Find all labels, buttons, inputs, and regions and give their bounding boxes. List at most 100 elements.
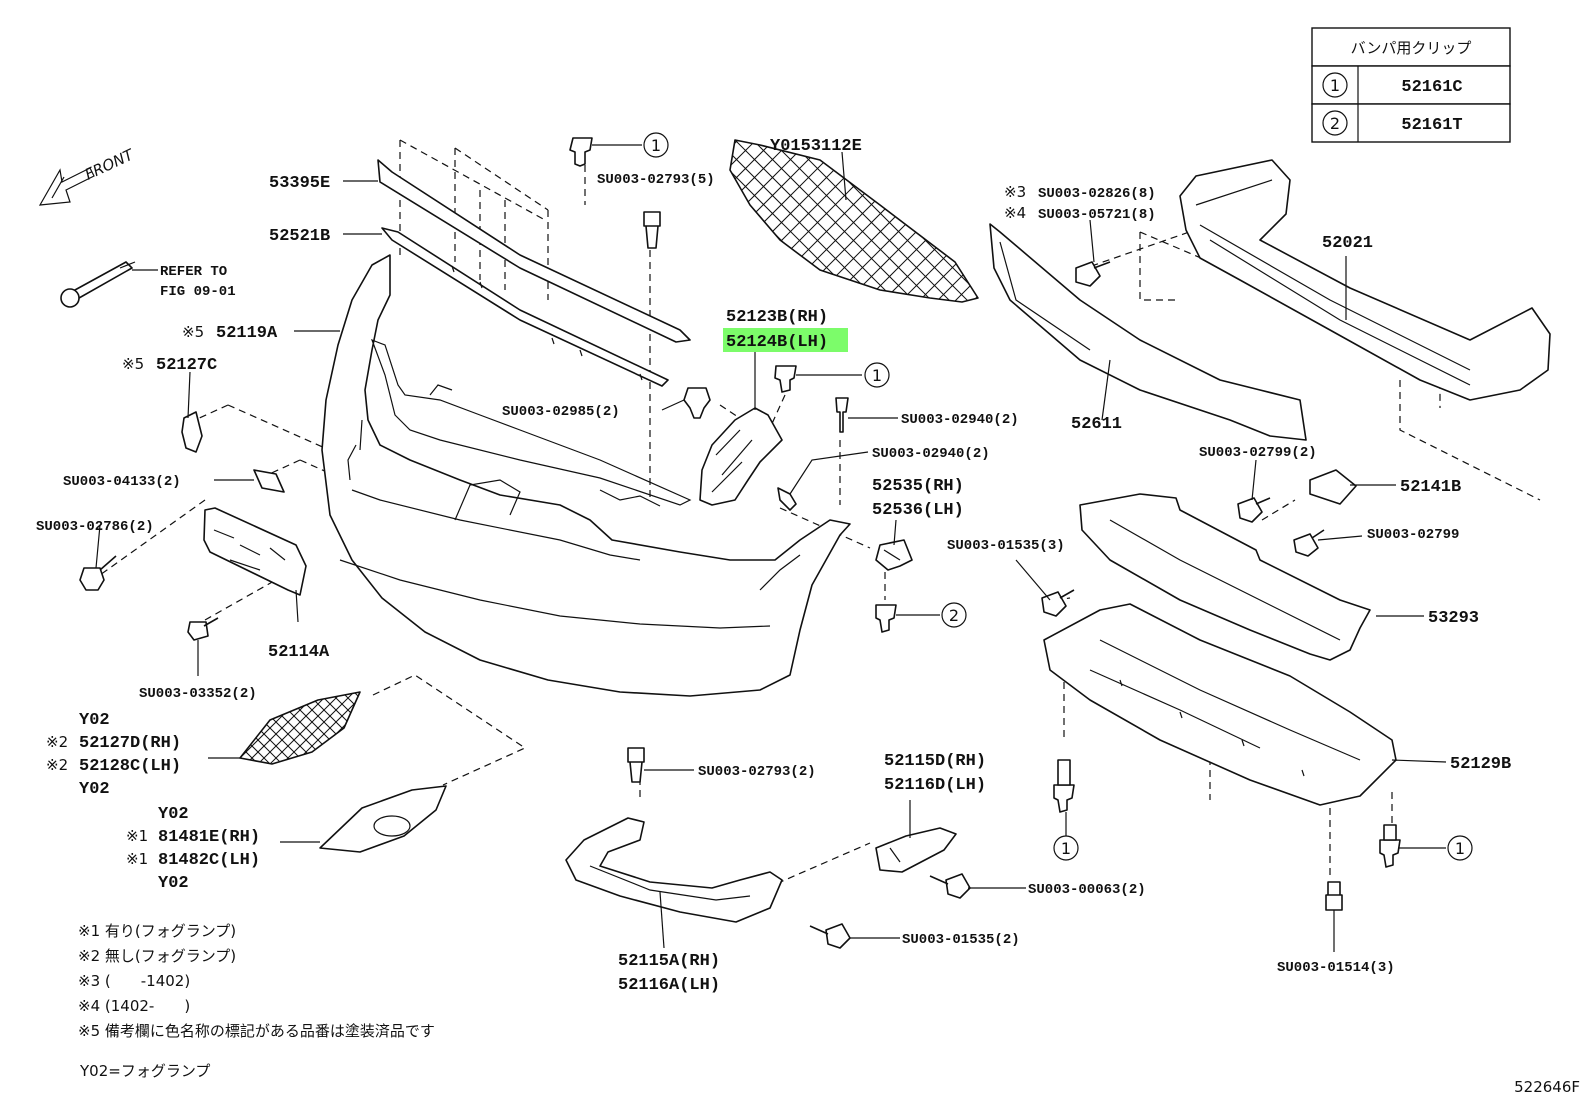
label-su003-05721: SU003-05721(8) [1038,207,1156,223]
label-su003-03352: SU003-03352(2) [139,686,257,702]
label-52127c-note: ※5 [122,355,144,373]
label-su003-02799: SU003-02799 [1367,527,1459,543]
label-su003-02985: SU003-02985(2) [502,404,620,420]
label-52611: 52611 [1071,415,1122,434]
clip-table: バンパ用クリップ 1 52161C 2 52161T [1311,27,1511,143]
callout-1-mid: 1 [864,362,890,388]
bolt-icon-03352 [187,617,219,641]
clip-table-part-1: 52161C [1401,78,1462,97]
label-note3: ※3 [1004,183,1026,201]
part-81481e-bezel [319,785,447,853]
highlight-52124b [723,328,848,352]
label-su003-02793-2: SU003-02793(2) [698,764,816,780]
label-52021: 52021 [1322,234,1373,253]
label-su003-02793-5: SU003-02793(5) [597,172,715,188]
clip-table-part-2: 52161T [1401,116,1462,135]
label-81482c: 81482C(LH) [158,851,260,870]
bolt-icon-02826 [1075,261,1111,287]
part-53293-cover [1079,493,1371,661]
bolt-icon-02940-a [835,397,849,433]
label-53293: 53293 [1428,609,1479,628]
footnote-2: ※2 無し(フォグランプ) [78,947,236,965]
part-labels: 53395E 52521B REFER TO FIG 09-01 ※5 5211… [36,137,1511,995]
label-53395e: 53395E [269,174,330,193]
legend-y02: Y02=フォグランプ [79,1062,210,1080]
clip-table-mark-2: 2 [1330,114,1340,133]
part-53395e [377,159,691,343]
label-su003-02786: SU003-02786(2) [36,519,154,535]
bolt-icon-01535-3 [1041,589,1075,617]
label-52116a: 52116A(LH) [618,976,720,995]
footnote-4: ※4 (1402- ) [78,997,190,1015]
clip-fastener-icon-lower-left [1053,759,1075,813]
front-label: FRONT [82,145,138,184]
clip-fastener-icon-top [569,137,593,167]
label-52124b: 52124B(LH) [726,333,828,352]
label-52129b: 52129B [1450,755,1511,774]
label-su003-01535-2: SU003-01535(2) [902,932,1020,948]
label-su003-04133: SU003-04133(2) [63,474,181,490]
part-52115d-bracket [875,827,957,873]
part-52115a-lower-bracket [565,817,783,923]
label-y02-a: Y02 [79,711,110,730]
label-52115a: 52115A(RH) [618,952,720,971]
bolt-icon-02940-b [777,487,797,511]
label-52115d: 52115D(RH) [884,752,986,771]
label-52141b: 52141B [1400,478,1461,497]
callout-2-mid-label: 2 [949,606,959,625]
bolt-icon-02786 [79,555,117,591]
callout-1-lower-right: 1 [1447,835,1473,861]
callout-1-mid-label: 1 [872,366,882,385]
label-y0153112e: Y0153112E [770,137,862,156]
bolt-icon-01514 [1325,881,1343,911]
label-52521b: 52521B [269,227,330,246]
label-su003-02799-2: SU003-02799(2) [1199,445,1317,461]
bolt-icon-02799-a [1237,497,1271,523]
label-52535: 52535(RH) [872,477,964,496]
clip-table-header: バンパ用クリップ [1351,39,1472,57]
footnotes: ※1 有り(フォグランプ) ※2 無し(フォグランプ) ※3 ( -1402) … [78,922,1580,1096]
bolt-icon-02793-2 [627,747,645,783]
clip-fastener-icon-lower-right [1379,824,1401,868]
label-52127d: 52127D(RH) [79,734,181,753]
label-su003-02940-a: SU003-02940(2) [901,412,1019,428]
part-52521b [381,227,669,387]
bolt-icon-00063 [929,873,971,899]
clip-fastener-icon-52535 [875,604,897,633]
label-fig-09-01: FIG 09-01 [160,284,236,300]
leader-lines [95,144,1447,952]
part-52119a-bumper-cover [321,254,851,697]
label-note1-a: ※1 [126,827,148,845]
part-52611-absorber [989,223,1307,441]
callout-1-lower-left: 1 [1053,835,1079,861]
label-y02-b: Y02 [79,780,110,799]
part-52127c-cap [181,411,203,453]
part-52535-bracket [875,539,913,571]
label-52119a: 52119A [216,324,278,343]
label-52114a: 52114A [268,643,330,662]
label-52119a-note: ※5 [182,323,204,341]
label-su003-02826: SU003-02826(8) [1038,186,1156,202]
refer-rod [60,261,136,308]
label-su003-01514: SU003-01514(3) [1277,960,1395,976]
label-52123b: 52123B(RH) [726,308,828,327]
label-refer-to: REFER TO [160,264,227,280]
footnote-5: ※5 備考欄に色名称の標記がある品番は塗装済品です [78,1022,435,1040]
footnote-1: ※1 有り(フォグランプ) [78,922,236,940]
part-52141b-bracket [1309,469,1357,505]
label-note2-a: ※2 [46,733,68,751]
callout-1-top: 1 [643,132,669,158]
label-note2-b: ※2 [46,756,68,774]
part-52021-reinforcement [1179,159,1551,401]
label-note1-b: ※1 [126,850,148,868]
bolt-icon-01535-2 [809,923,851,949]
label-y02-c: Y02 [158,805,189,824]
bolt-icon-04133 [253,469,285,493]
bolt-icon-02793 [643,211,661,249]
label-su003-02940-b: SU003-02940(2) [872,446,990,462]
label-52116d: 52116D(LH) [884,776,986,795]
callout-1-lower-left-label: 1 [1061,839,1071,858]
clip-fastener-icon-02985 [683,387,711,419]
bolt-icon-02799-b [1293,529,1325,557]
